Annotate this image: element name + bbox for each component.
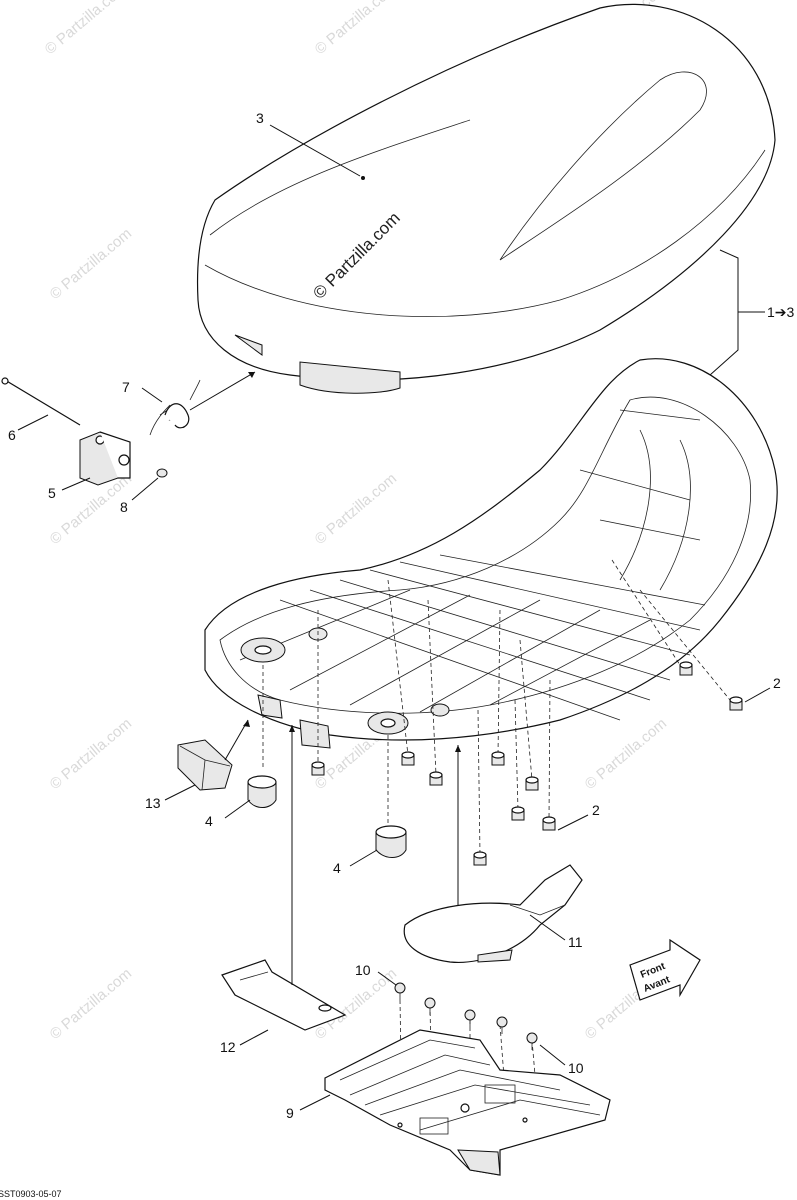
leader-2b — [557, 814, 589, 831]
seat-base-part — [204, 358, 778, 749]
latch-parts — [1, 377, 201, 486]
assembly-bracket: 1➔3 — [709, 249, 795, 376]
leader-10b — [539, 1044, 566, 1066]
callout-8: 8 — [120, 499, 128, 515]
watermark: © Partzilla.com — [42, 0, 130, 58]
leader-3 — [269, 124, 361, 177]
seat-cushion-part: © Partzilla.com — [196, 3, 776, 394]
leader-9 — [299, 1094, 331, 1111]
watermark: © Partzilla.com — [47, 715, 135, 793]
arrow-to-seat — [189, 371, 256, 411]
bumper-parts — [311, 661, 743, 866]
bolt-parts — [394, 982, 538, 1050]
arrowhead — [248, 372, 255, 378]
callout-4b: 4 — [333, 860, 341, 876]
skid-plate-front-part — [403, 864, 583, 963]
leader-6 — [17, 414, 49, 431]
callout-11: 11 — [568, 934, 583, 950]
leader-12 — [239, 1029, 269, 1046]
rear-plate-part — [221, 959, 347, 1031]
watermark: © Partzilla.com — [47, 225, 135, 303]
leader-8 — [131, 477, 159, 501]
callout-2b: 2 — [592, 802, 600, 818]
leader-10a — [377, 971, 397, 986]
leader-13 — [164, 784, 196, 801]
callout-4a: 4 — [205, 813, 213, 829]
leader-7 — [141, 387, 163, 403]
arrowhead — [243, 720, 250, 727]
grommet-parts — [247, 775, 407, 858]
watermark: © Partzilla.com — [582, 715, 670, 793]
callout-9: 9 — [286, 1105, 294, 1121]
leader-13-arrow — [224, 719, 249, 761]
callout-5: 5 — [48, 485, 56, 501]
arrowhead — [455, 745, 461, 752]
callout-7: 7 — [122, 379, 130, 395]
callout-12: 12 — [220, 1039, 236, 1055]
arrowhead — [289, 725, 295, 732]
skid-plate-part — [324, 1029, 611, 1176]
leader-5 — [61, 477, 91, 491]
watermark: © Partzilla.com — [47, 965, 135, 1043]
figure-reference: SST0903-05-07 — [0, 1189, 62, 1199]
pointer-dot — [361, 176, 365, 180]
leader-11 — [529, 914, 566, 941]
callout-3: 3 — [256, 110, 264, 126]
watermark: © Partzilla.com — [312, 470, 400, 548]
callout-10b: 10 — [568, 1060, 584, 1076]
callout-13: 13 — [145, 795, 161, 811]
clip-part — [177, 739, 233, 791]
leader-2a — [744, 687, 771, 703]
callout-1-to-3: 1➔3 — [767, 304, 795, 320]
leader-4a — [224, 799, 251, 819]
callout-10a: 10 — [355, 962, 371, 978]
callout-6: 6 — [8, 427, 16, 443]
front-direction-arrow: Front Avant — [629, 938, 701, 1001]
leader-4b — [349, 849, 378, 867]
callout-2a: 2 — [773, 675, 781, 691]
watermark: © Partzilla.com — [312, 0, 400, 58]
